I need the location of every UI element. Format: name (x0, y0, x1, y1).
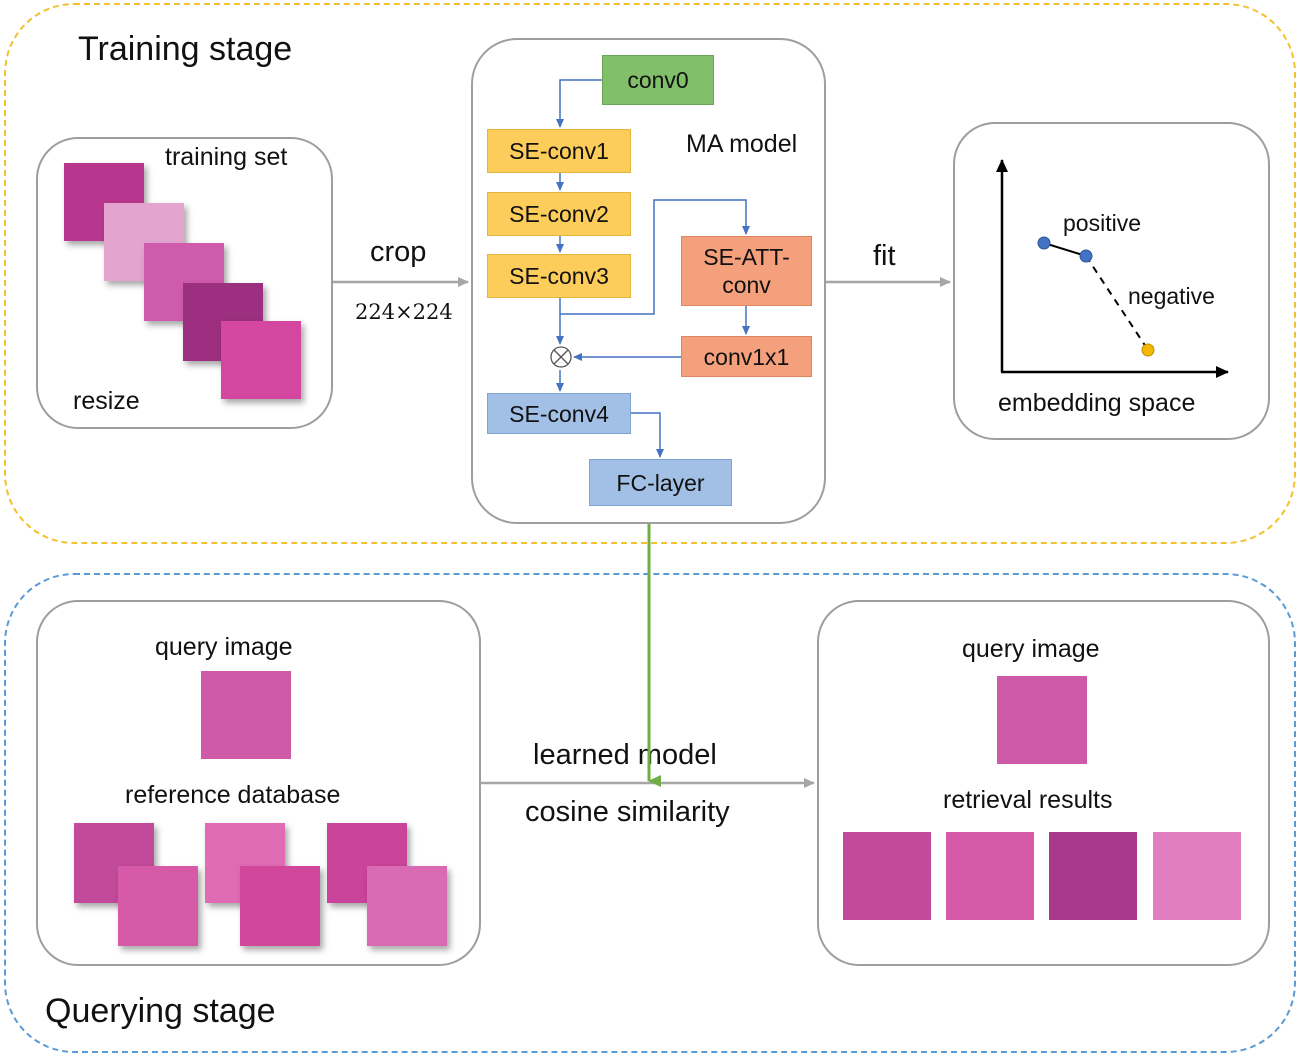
conv1x1-block: conv1x1 (681, 336, 812, 377)
multiply-cross-b (553, 349, 569, 365)
conv0-block: conv0 (602, 55, 714, 105)
anchor-positive-link (1043, 242, 1087, 257)
result-query-image (997, 676, 1087, 764)
se-conv4-to-fc-layer-arrow (631, 412, 664, 458)
embedding-space-label: embedding space (998, 389, 1196, 417)
resize-label: resize (73, 387, 140, 415)
se-conv4-block: SE-conv4 (487, 393, 631, 434)
se-conv1-block: SE-conv1 (487, 129, 631, 173)
training-image-5 (221, 321, 301, 399)
negative-label: negative (1128, 283, 1215, 309)
positive-point (1079, 249, 1093, 263)
retrieval-result-4 (1153, 832, 1241, 920)
retrieval-result-1 (843, 832, 931, 920)
se-att-conv-block: SE-ATT- conv (681, 236, 812, 306)
query-image (201, 671, 291, 759)
conv0-to-se-conv1-arrow (556, 79, 602, 128)
retrieval-results-label: retrieval results (943, 786, 1113, 814)
embedding-space-panel (953, 122, 1270, 440)
training-stage-title: Training stage (78, 30, 293, 68)
retrieval-result-2 (946, 832, 1034, 920)
reference-database-label: reference database (125, 781, 341, 809)
fc-layer-block: FC-layer (589, 459, 732, 506)
ma-model-label: MA model (686, 130, 798, 158)
anchor-point (1037, 236, 1051, 250)
crop-size-label: 224×224 (355, 300, 453, 324)
reference-image-6 (367, 866, 447, 946)
se-conv3-block: SE-conv3 (487, 254, 631, 298)
query-image-label: query image (155, 633, 293, 661)
crop-label: crop (370, 236, 427, 268)
retrieval-result-3 (1049, 832, 1137, 920)
result-query-image-label: query image (962, 635, 1100, 663)
reference-image-4 (240, 866, 320, 946)
training-set-label: training set (165, 143, 288, 171)
se-conv2-block: SE-conv2 (487, 192, 631, 236)
learned-model-label: learned model (533, 739, 717, 771)
querying-stage-title: Querying stage (45, 992, 276, 1030)
positive-negative-link (1085, 255, 1149, 351)
cosine-similarity-label: cosine similarity (525, 796, 730, 828)
reference-image-2 (118, 866, 198, 946)
fit-label: fit (873, 240, 896, 272)
negative-point (1141, 343, 1155, 357)
positive-label: positive (1063, 210, 1141, 236)
se-conv3-to-se-att-conv-arrow (560, 199, 750, 315)
